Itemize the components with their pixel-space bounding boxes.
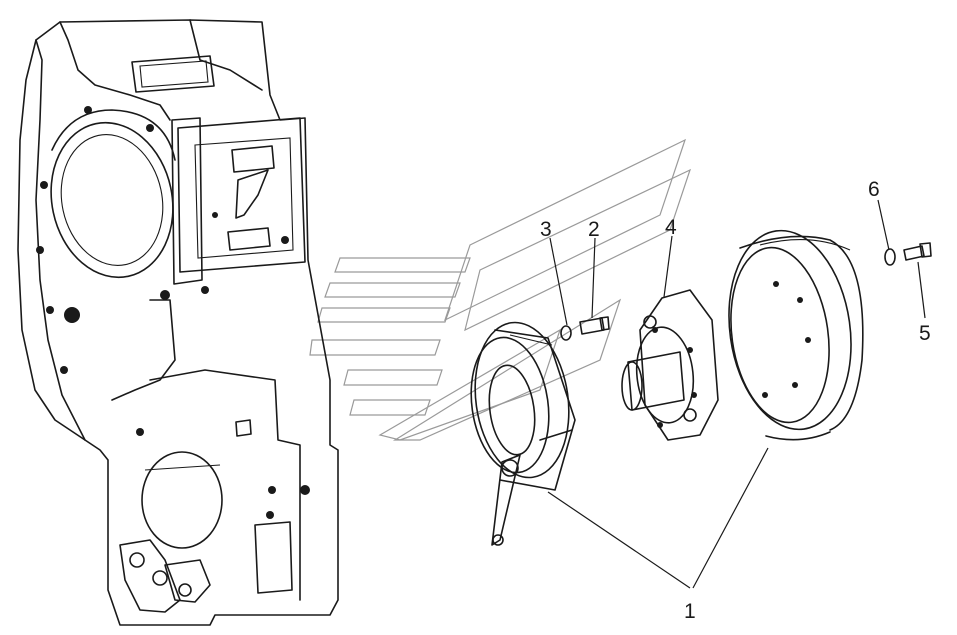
ring-gear (728, 229, 864, 441)
transmission-housing (17, 19, 339, 626)
callout-5: 5 (919, 322, 931, 345)
brake-band-assembly (470, 321, 576, 546)
housing-bolts (36, 106, 310, 519)
callout-4: 4 (665, 216, 677, 239)
washer-part (884, 248, 896, 266)
callout-1: 1 (684, 600, 696, 623)
callout-6: 6 (868, 178, 880, 201)
leader-lines (547, 199, 926, 589)
screw-part (903, 242, 932, 261)
nut-part (560, 325, 572, 341)
bolt-part (579, 316, 610, 335)
callout-2: 2 (588, 218, 600, 241)
hub-flange (621, 289, 719, 441)
callout-3: 3 (540, 218, 552, 241)
watermark-logo (309, 138, 692, 441)
